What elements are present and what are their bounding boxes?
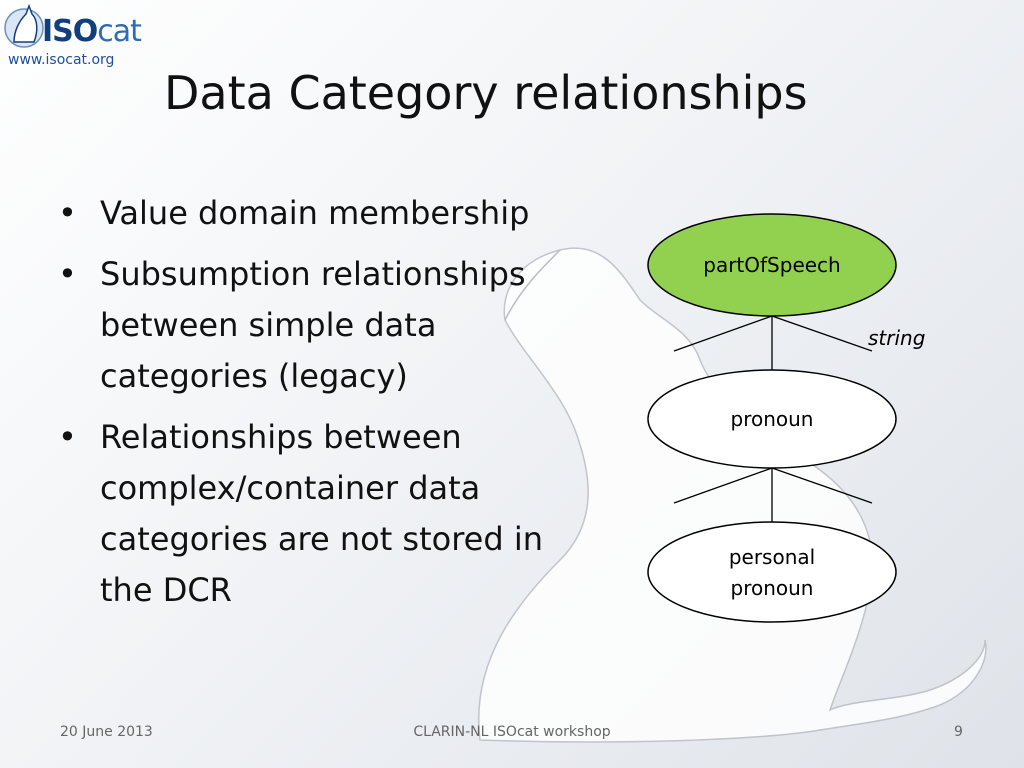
- logo-wordmark: ISOcat: [42, 14, 142, 49]
- edge-label-string: string: [868, 326, 925, 350]
- bullet-item: Relationships between complex/container …: [58, 412, 598, 616]
- bullet-item: Value domain membership: [58, 188, 598, 239]
- edge-left-bottom: [673, 467, 773, 504]
- node-label-partofspeech: partOfSpeech: [703, 253, 840, 277]
- edge-right-top: [771, 315, 873, 352]
- cat-logo-icon: [4, 3, 44, 48]
- edge-right-bottom: [771, 467, 873, 504]
- node-label-pronoun: pronoun: [731, 407, 814, 431]
- logo-url[interactable]: www.isocat.org: [8, 52, 115, 68]
- footer-title: CLARIN-NL ISOcat workshop: [413, 724, 611, 740]
- footer-date: 20 June 2013: [60, 724, 153, 740]
- edge-left-top: [673, 315, 773, 352]
- node-label-personal: personal: [729, 545, 815, 569]
- page-number: 9: [954, 724, 963, 740]
- logo-cat: cat: [97, 14, 142, 49]
- slide-title: Data Category relationships: [164, 66, 808, 120]
- bullet-item: Subsumption relationships between simple…: [58, 249, 598, 402]
- node-pronoun[interactable]: [647, 369, 897, 469]
- isocat-logo[interactable]: ISOcat www.isocat.org: [0, 0, 142, 76]
- logo-iso: ISO: [42, 14, 98, 49]
- node-personal-pronoun[interactable]: [647, 521, 897, 623]
- node-partofspeech[interactable]: [647, 213, 897, 317]
- node-label-pronoun-2: pronoun: [731, 576, 814, 600]
- bullet-list: Value domain membership Subsumption rela…: [58, 188, 598, 626]
